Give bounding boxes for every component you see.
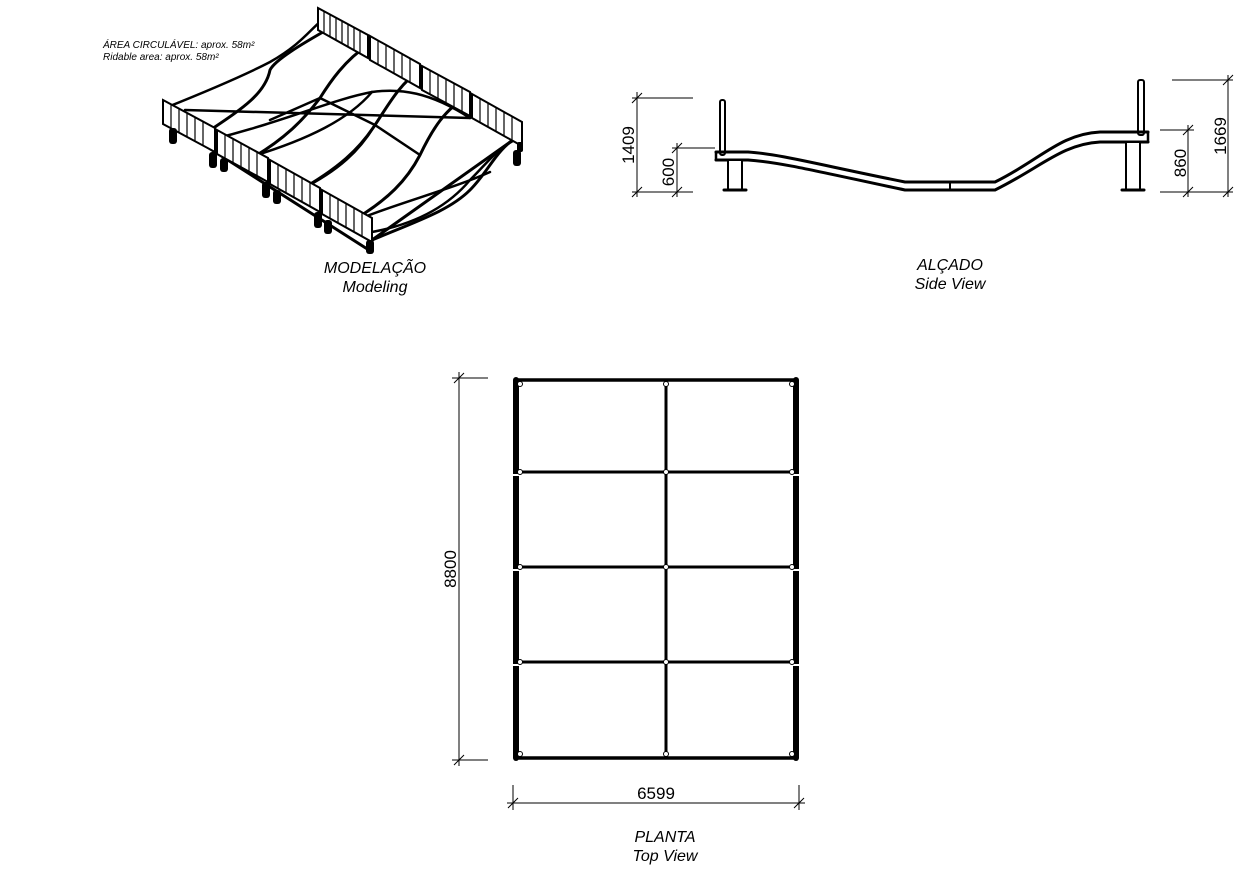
area-note-en: Ridable area: aprox. 58m² — [103, 52, 219, 63]
dim-side-total-right: 1669 — [1211, 117, 1230, 155]
plan-title-pt: PLANTA — [634, 829, 696, 846]
dim-side-inner-right: 860 — [1171, 149, 1190, 177]
modeling-caption: MODELAÇÃO Modeling — [300, 259, 450, 297]
side-view-caption: ALÇADO Side View — [875, 256, 1025, 294]
modeling-title-pt: MODELAÇÃO — [323, 260, 427, 277]
modeling-title-en: Modeling — [342, 279, 408, 296]
plan-title-en: Top View — [632, 848, 698, 865]
side-title-pt: ALÇADO — [917, 257, 983, 274]
side-title-en: Side View — [914, 276, 986, 293]
dim-side-inner-left: 600 — [659, 158, 678, 186]
plan-caption: PLANTA Top View — [590, 828, 740, 866]
dim-side-total-left: 1409 — [619, 126, 638, 164]
dim-plan-width: 6599 — [637, 784, 675, 803]
area-note-pt: ÁREA CIRCULÁVEL: aprox. 58m² — [103, 40, 255, 51]
dim-plan-length: 8800 — [441, 550, 460, 588]
